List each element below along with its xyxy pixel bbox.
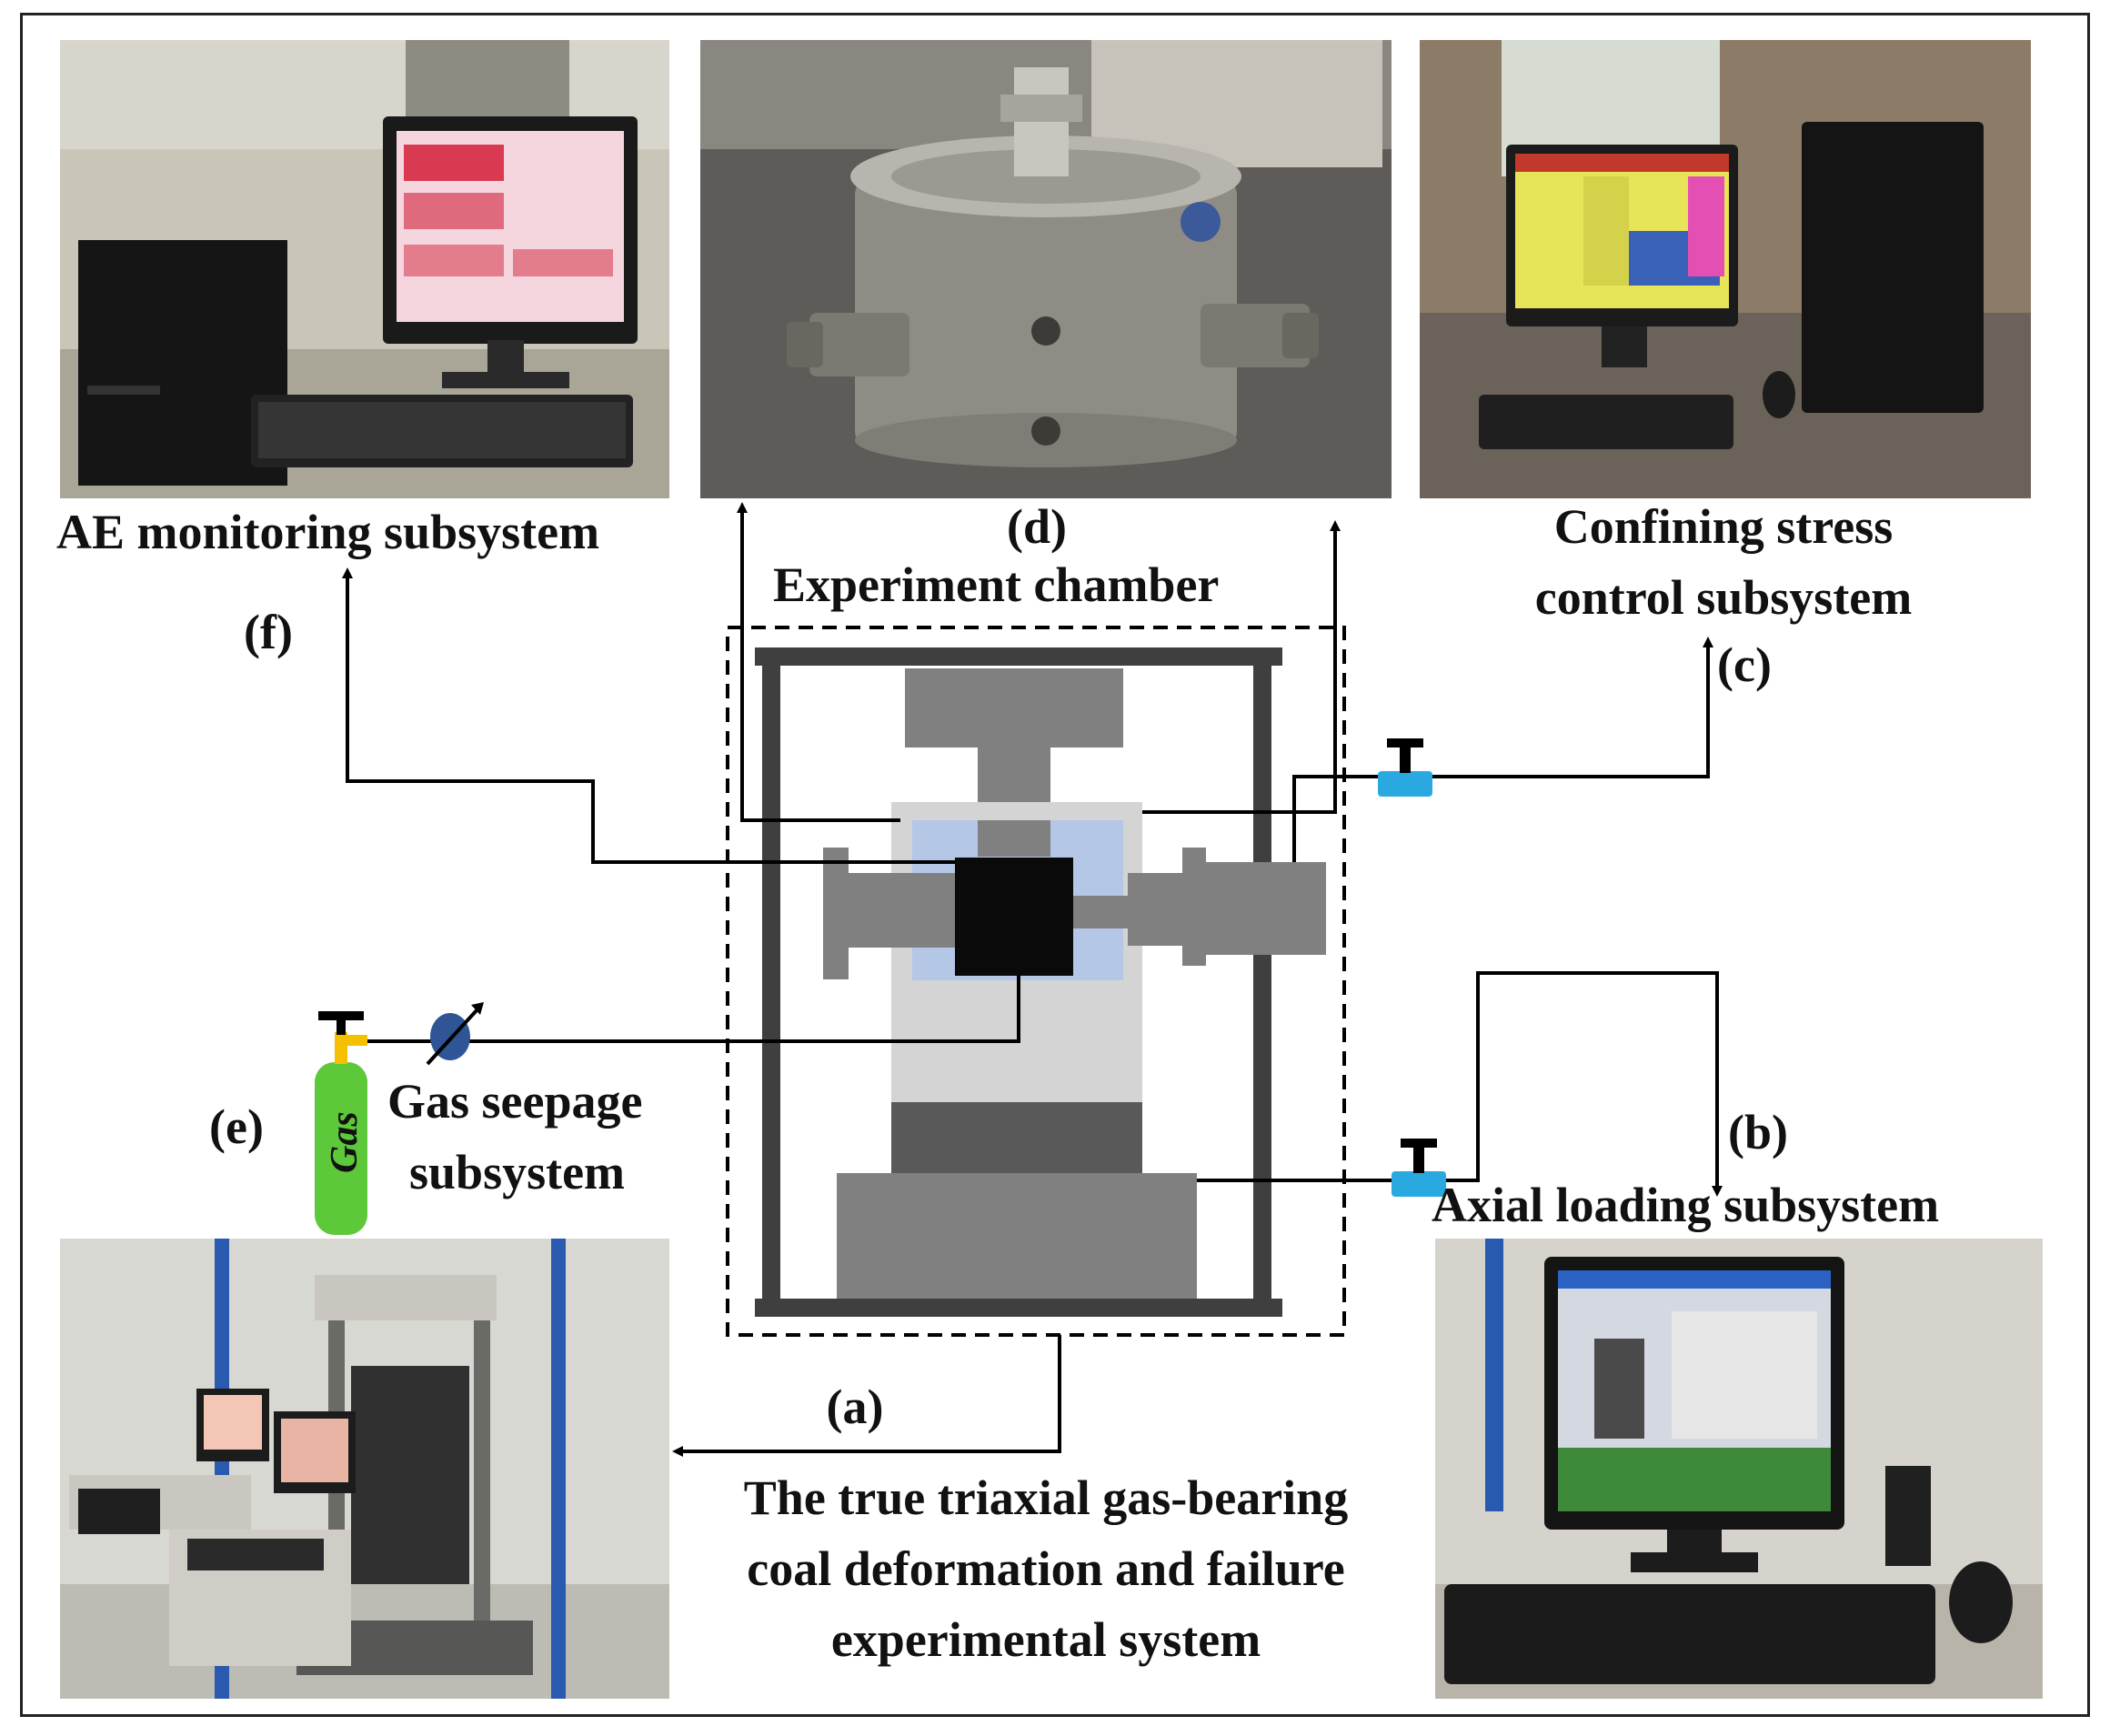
frame-left-column (762, 666, 780, 1299)
pressure-chamber-icon (700, 40, 1392, 498)
confining-valve (1378, 738, 1432, 797)
gas-line1: Gas seepage (387, 1074, 643, 1129)
axial-valve (1392, 1139, 1446, 1197)
gas-line2: subsystem (409, 1145, 626, 1199)
confining-line2: control subsystem (1534, 570, 1913, 625)
base-platform (837, 1173, 1197, 1299)
confining-stress-photo (1420, 40, 2031, 498)
gas-tag: (e) (209, 1099, 264, 1154)
axial-tag: (b) (1728, 1105, 1788, 1159)
figure-frame (20, 13, 2090, 1717)
gas-cylinder-icon (315, 1011, 367, 1235)
ae-title: AE monitoring subsystem (56, 505, 600, 559)
computer-monitor-icon (1435, 1239, 2043, 1699)
chamber-tag: (d) (1007, 499, 1067, 554)
experiment-chamber-photo (700, 40, 1392, 498)
system-boundary (726, 626, 1346, 1337)
frame-right-column (1253, 666, 1271, 1299)
axial-loading-photo (1435, 1239, 2043, 1699)
flowmeter-icon (426, 1002, 484, 1066)
frame-bottom-beam (755, 1299, 1282, 1317)
left-piston-flange (823, 848, 849, 979)
top-piston-head (905, 668, 1123, 748)
ae-monitoring-photo (60, 40, 669, 498)
coal-sample (955, 858, 1073, 976)
ae-tag: (f) (244, 605, 293, 659)
system-line2: coal deformation and failure (747, 1541, 1345, 1596)
gas-cylinder-text: Gas (324, 1111, 366, 1173)
right-piston-link (1128, 873, 1184, 946)
bottom-piston (891, 1102, 1142, 1173)
system-line1: The true triaxial gas-bearing (743, 1470, 1349, 1525)
system-tag: (a) (826, 1380, 884, 1434)
system-line3: experimental system (830, 1612, 1261, 1667)
confining-tag: (c) (1717, 637, 1772, 692)
system-overview-photo (60, 1239, 669, 1699)
confining-line1: Confining stress (1553, 499, 1894, 554)
right-piston-flange (1182, 848, 1206, 966)
chamber-title: Experiment chamber (773, 557, 1220, 612)
axial-title: Axial loading subsystem (1432, 1178, 1940, 1232)
right-piston-body (1206, 862, 1326, 955)
computer-tower-monitor-icon (60, 40, 669, 498)
top-piston-rod-inner (978, 820, 1050, 857)
frame-top-beam (755, 647, 1282, 666)
computer-monitor-icon (1420, 40, 2031, 498)
loading-frame-icon (60, 1239, 669, 1699)
